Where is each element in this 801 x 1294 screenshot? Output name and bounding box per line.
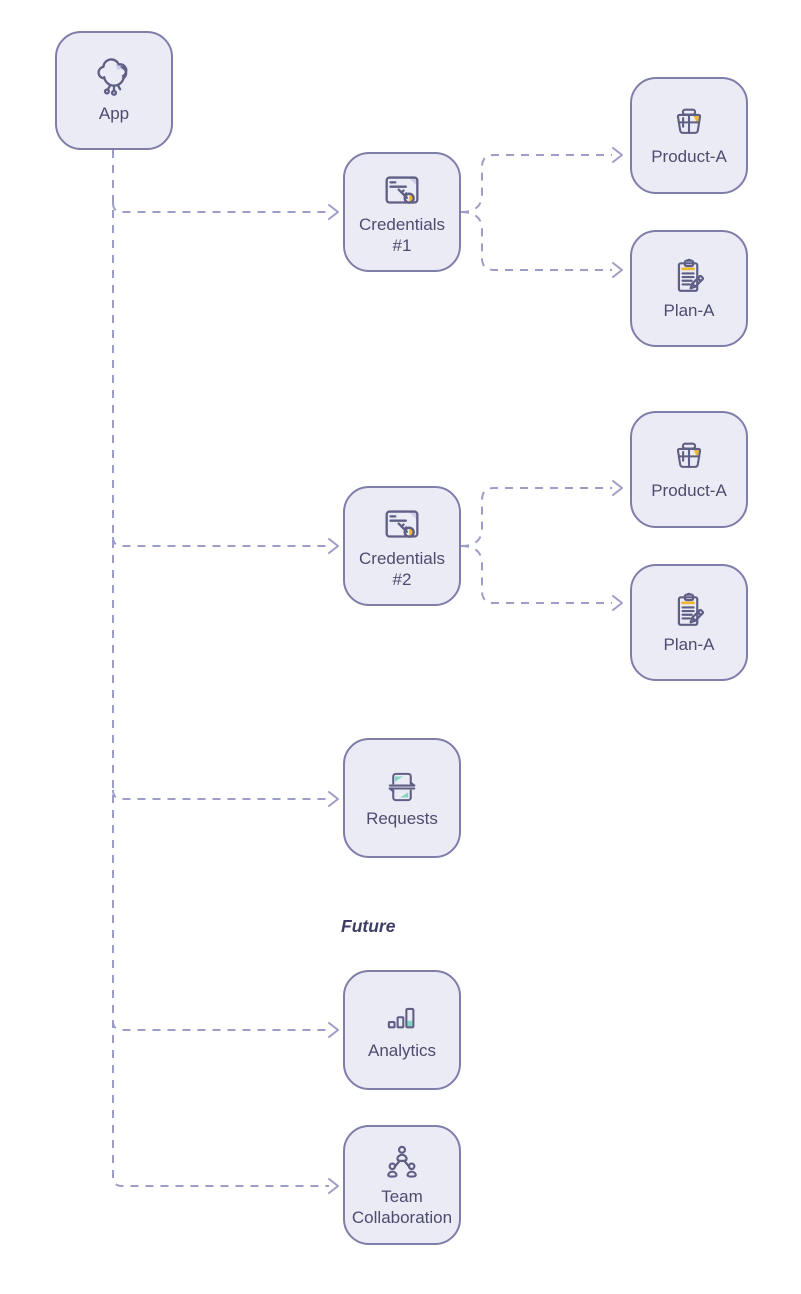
edge-credentials1-plan-a [460,211,612,271]
node-credentials-2: Credentials #2 [343,486,461,606]
node-plan-a-2: Plan-A [630,564,748,681]
edge-credentials1-product-a [460,154,612,213]
node-plan-a-1: Plan-A [630,230,748,347]
node-label: Credentials #2 [359,549,445,589]
node-product-a-2: Product-A [630,411,748,528]
plan-clipboard-icon [677,592,705,626]
node-product-a-1: Product-A [630,77,748,194]
node-label: Plan-A [663,300,715,320]
arrowhead-credentials-2 [328,538,339,554]
arrowhead-plan-a-2 [612,595,623,611]
node-team-collaboration: Team Collaboration [343,1125,461,1245]
future-section-label: Future [341,916,396,936]
edge-app-credentials-2 [112,536,329,547]
edge-app-trunk [112,150,329,1187]
node-requests: Requests [343,738,461,858]
arrowhead-requests [328,791,339,807]
node-app: App [55,31,173,150]
browser-key-icon [385,176,419,205]
node-label: Credentials #1 [359,215,445,255]
node-label: Plan-A [663,634,715,654]
product-basket-icon [676,442,702,468]
node-label: Analytics [367,1041,437,1061]
arrowhead-credentials-1 [328,204,339,220]
node-label: Product-A [651,480,727,500]
edge-app-credentials-1 [112,202,329,213]
node-label: Product-A [651,146,727,166]
arrowhead-team-collaboration [328,1178,339,1194]
node-label: Requests [366,809,438,829]
arrowhead-analytics [328,1022,339,1038]
sync-requests-icon [388,773,416,802]
arrowhead-plan-a-1 [612,262,623,278]
node-label: Team Collaboration [351,1187,453,1227]
product-basket-icon [676,108,702,134]
edge-app-requests [112,789,329,800]
browser-key-icon [385,510,419,539]
node-label: App [98,103,130,123]
bar-chart-icon [387,1008,415,1029]
team-people-icon [387,1146,417,1179]
edge-credentials2-plan-a [460,545,612,604]
node-credentials-1: Credentials #1 [343,152,461,272]
cloud-app-icon [97,58,128,96]
edge-credentials2-product-a [460,487,612,547]
plan-clipboard-icon [677,258,705,292]
node-analytics: Analytics [343,970,461,1090]
edge-app-analytics [112,1020,329,1031]
arrowhead-product-a-1 [612,147,623,163]
arrowhead-product-a-2 [612,480,623,496]
